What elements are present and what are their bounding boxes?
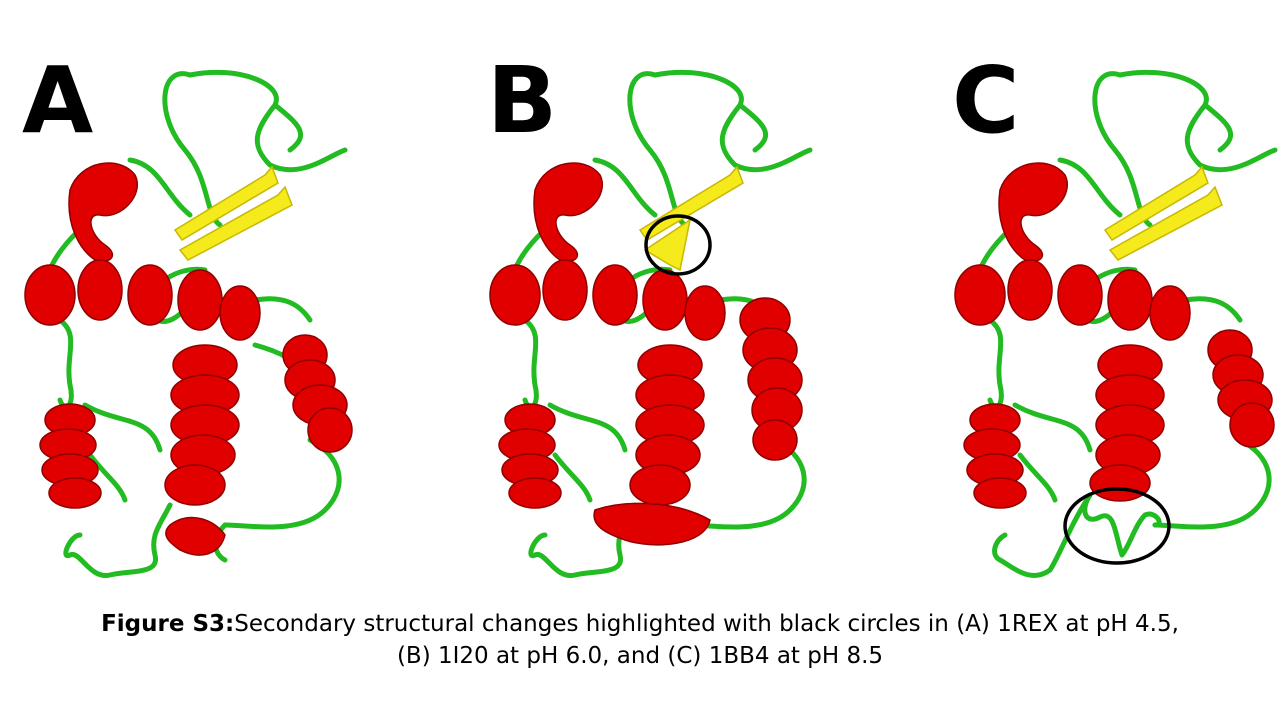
- helices-c: [954, 162, 1275, 509]
- caption-line-1: Figure S3:Secondary structural changes h…: [0, 608, 1280, 640]
- figure-caption: Figure S3:Secondary structural changes h…: [0, 608, 1280, 672]
- panel-b: B: [475, 55, 875, 590]
- panel-label-a: A: [22, 47, 94, 154]
- caption-line-2: (B) 1I20 at pH 6.0, and (C) 1BB4 at pH 8…: [396, 643, 884, 669]
- protein-structure-c: [954, 69, 1278, 578]
- caption-text-1: Secondary structural changes highlighted…: [234, 611, 1179, 637]
- panel-label-b: B: [487, 47, 558, 154]
- caption-figure-label: Figure S3:: [101, 611, 235, 637]
- panel-c: C: [940, 55, 1280, 590]
- panel-label-c: C: [952, 47, 1020, 154]
- protein-structure-a: [24, 69, 353, 578]
- panel-a: A: [10, 55, 410, 590]
- coil-a: [42, 69, 348, 578]
- highlight-circle-b: [644, 214, 712, 276]
- helices-a: [24, 162, 353, 556]
- protein-structure-b: [489, 69, 813, 578]
- helices-b: [489, 162, 803, 546]
- beta-sheet-c: [1103, 165, 1223, 261]
- highlight-circle-c: [1063, 487, 1171, 565]
- beta-sheet-a: [173, 165, 293, 261]
